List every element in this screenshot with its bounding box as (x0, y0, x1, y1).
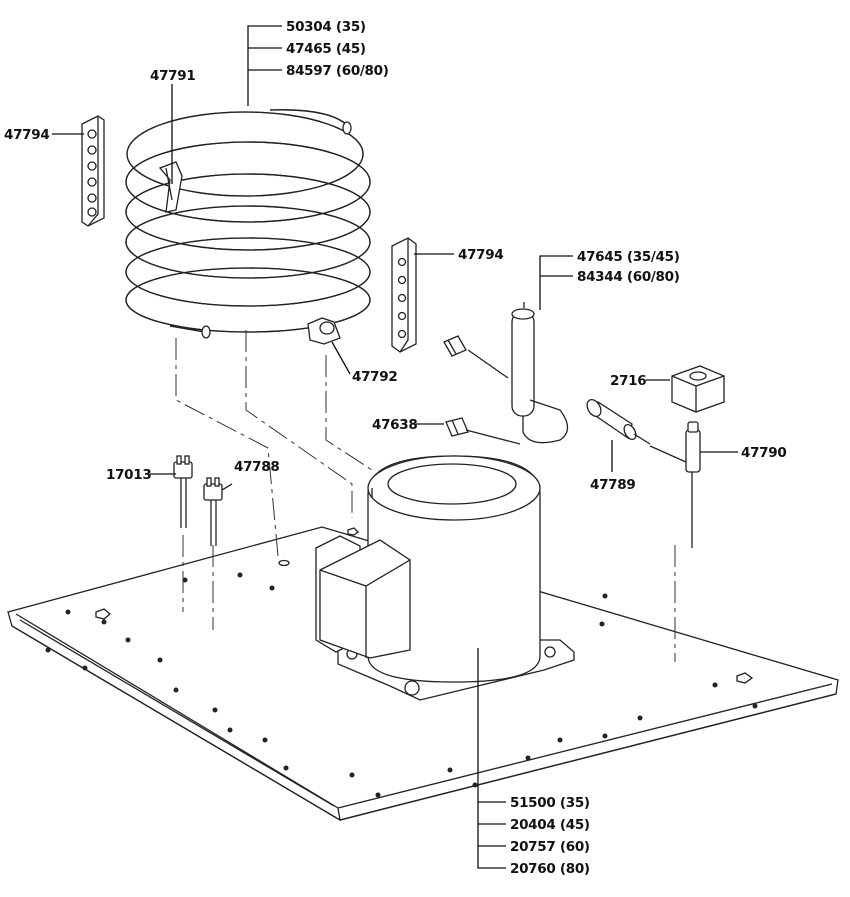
bracket-right (391, 237, 417, 353)
callout-switch-b: 47788 (234, 459, 279, 475)
plate-holes (45, 572, 758, 798)
callout-bracket-left: 47794 (4, 127, 49, 143)
fitting-lower (445, 417, 521, 445)
callout-compressor-2: 20404 (45) (510, 817, 590, 833)
switch-a (173, 455, 193, 528)
callout-clip: 47791 (150, 68, 195, 84)
filter-part (586, 398, 651, 445)
condenser-coil (125, 109, 371, 339)
assembly-lines (175, 330, 676, 662)
switch-b (203, 477, 223, 546)
solenoid-valve (649, 421, 701, 548)
callout-compressor-1: 51500 (35) (510, 795, 590, 811)
compressor (315, 455, 575, 701)
callout-valve: 47790 (741, 445, 786, 461)
callout-drier-2: 84344 (60/80) (577, 269, 680, 285)
clip-part (158, 161, 183, 213)
callout-filter: 47789 (590, 477, 635, 493)
filter-drier (467, 302, 569, 444)
fitting-upper (443, 335, 467, 357)
leader-lines (52, 25, 738, 869)
callout-drier-1: 47645 (35/45) (577, 249, 680, 265)
callout-coil-1: 50304 (35) (286, 19, 366, 35)
callout-compressor-3: 20757 (60) (510, 839, 590, 855)
callout-coil-2: 47465 (45) (286, 41, 366, 57)
callout-coil-3: 84597 (60/80) (286, 63, 389, 79)
callout-compressor-4: 20760 (80) (510, 861, 590, 877)
callout-bracket-right: 47794 (458, 247, 503, 263)
callout-coil-magnet: 2716 (610, 373, 646, 389)
bracket-left (81, 115, 105, 227)
callout-fitting: 47638 (372, 417, 417, 433)
solenoid-coil (671, 365, 725, 413)
callout-clamp: 47792 (352, 369, 397, 385)
clamp-part (307, 317, 341, 345)
callout-labels: 50304 (35) 47465 (45) 84597 (60/80) 4779… (4, 19, 787, 877)
callout-switch-a: 17013 (106, 467, 151, 483)
